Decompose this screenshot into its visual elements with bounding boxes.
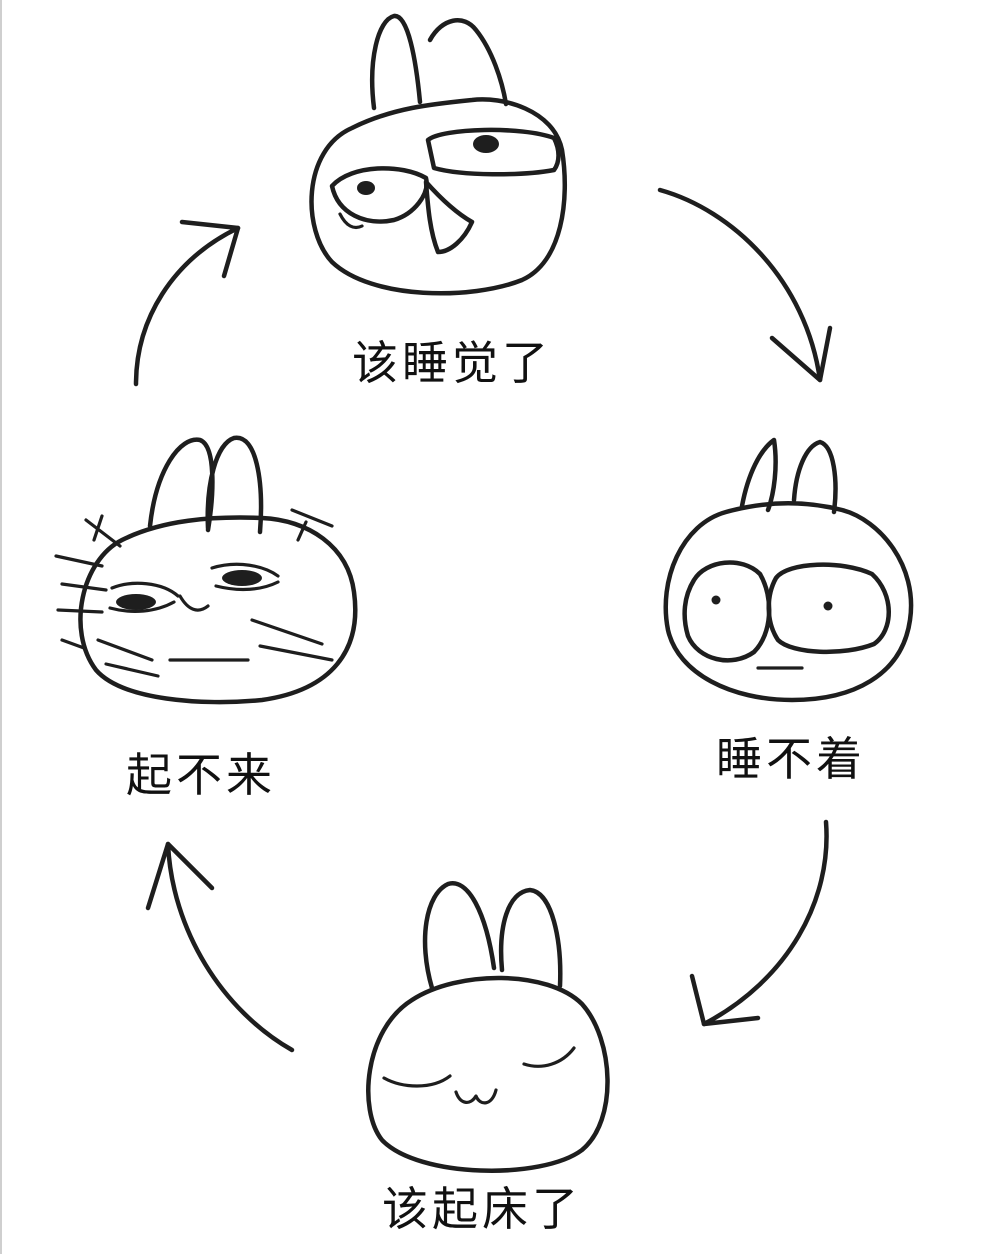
stage-label-bottom: 该起床了	[382, 1182, 582, 1236]
stage-label-right: 睡不着	[716, 732, 866, 786]
exhausted-rabbit-icon	[54, 435, 358, 705]
arrow-top-to-right	[657, 187, 833, 383]
arrow-right-to-bottom	[689, 819, 829, 1027]
arrow-bottom-to-left	[145, 841, 295, 1053]
sleepy-rabbit-icon	[309, 13, 568, 296]
stage-label-top: 该睡觉了	[352, 336, 552, 390]
peaceful-sleeping-rabbit-icon	[366, 881, 610, 1173]
wide-eyed-rabbit-icon	[663, 437, 914, 703]
arrow-left-to-top	[133, 219, 241, 387]
stage-label-left: 起不来	[126, 748, 276, 802]
